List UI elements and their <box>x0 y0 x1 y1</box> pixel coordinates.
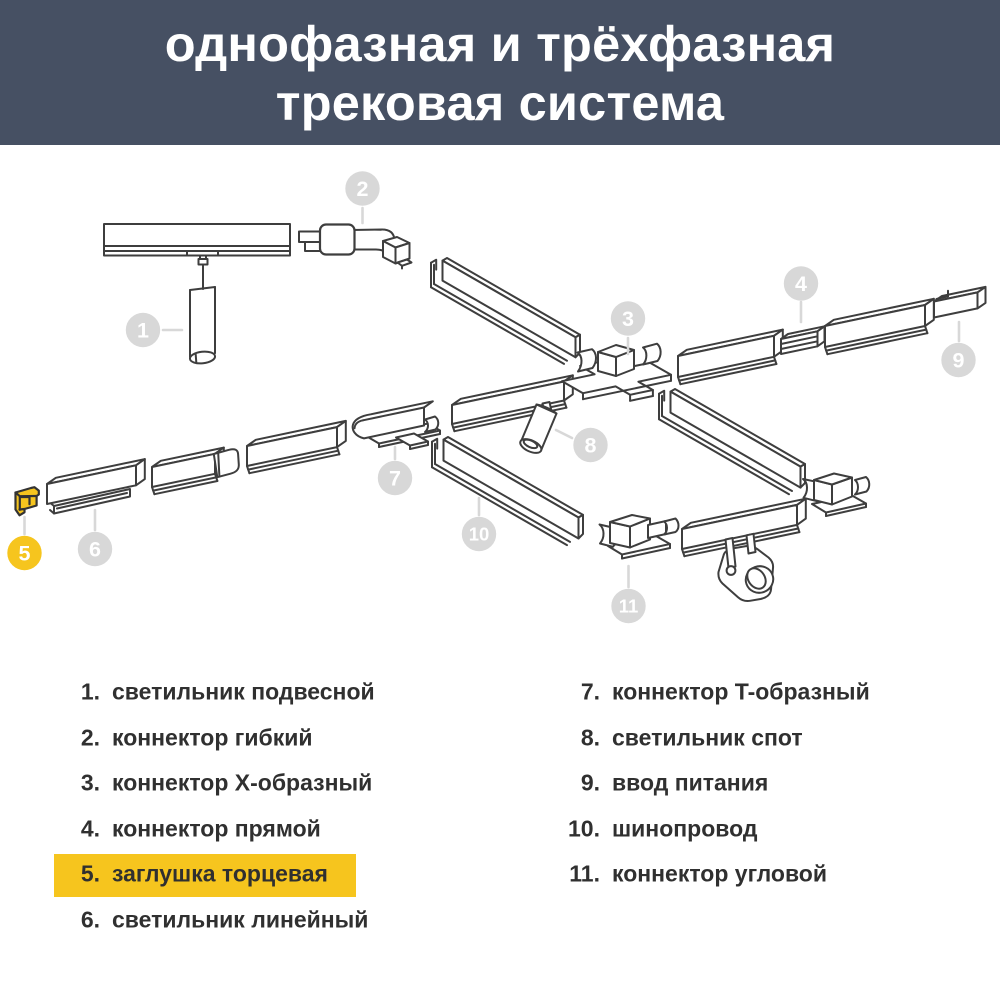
svg-text:9: 9 <box>953 349 965 373</box>
svg-text:2: 2 <box>357 177 369 201</box>
svg-text:10: 10 <box>469 524 490 545</box>
svg-text:3: 3 <box>622 307 634 331</box>
svg-text:4: 4 <box>795 272 807 296</box>
svg-text:7: 7 <box>389 467 401 491</box>
svg-text:11: 11 <box>619 596 639 617</box>
svg-text:5: 5 <box>19 542 31 566</box>
svg-text:1: 1 <box>137 319 149 343</box>
svg-text:6: 6 <box>89 538 101 562</box>
svg-text:8: 8 <box>585 434 597 458</box>
